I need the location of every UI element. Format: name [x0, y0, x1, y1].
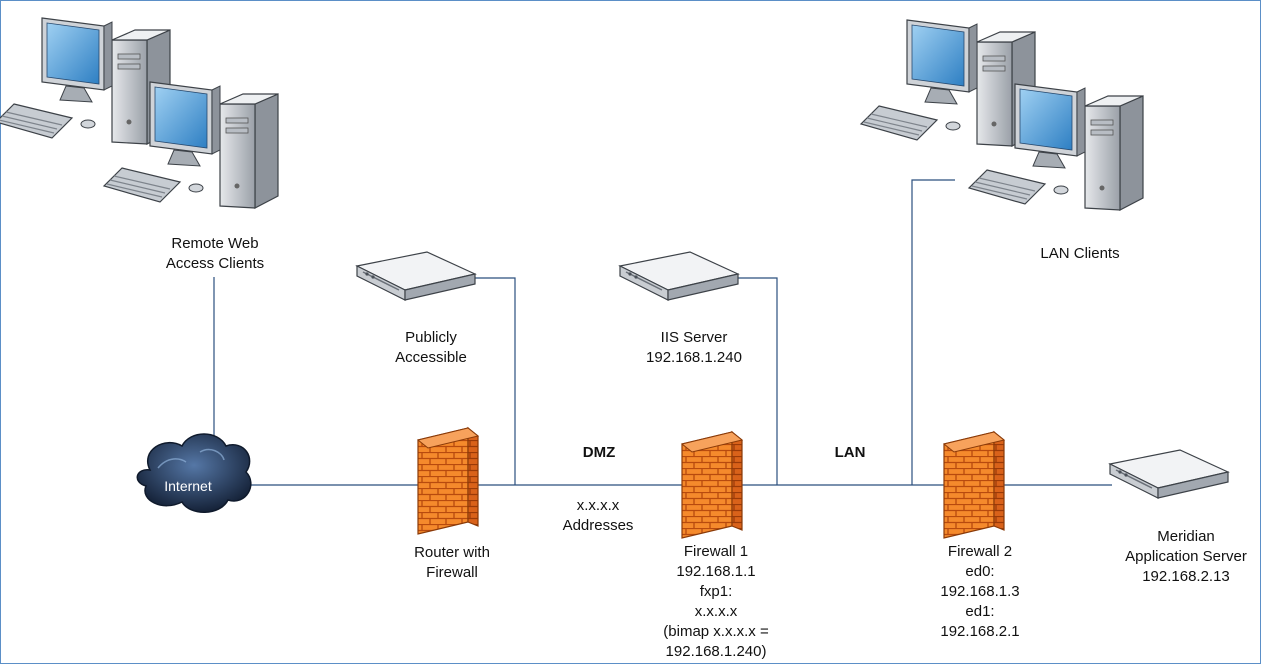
lan-clients-label: LAN Clients: [1040, 244, 1119, 264]
label-line: x.x.x.x: [576, 497, 620, 514]
lan-zone-label: LAN: [835, 443, 866, 463]
label-line: 192.168.1.240: [646, 349, 742, 366]
label-line: Application Server: [1125, 548, 1247, 565]
label-line: IIS Server: [660, 329, 728, 346]
cloud-icon: Internet: [136, 433, 252, 513]
meridian-label: Meridian Application Server 192.168.2.13: [1125, 527, 1247, 587]
label-line: Addresses: [562, 517, 634, 534]
label-line: ed1:: [965, 603, 995, 620]
label-line: 192.168.1.1: [676, 563, 756, 580]
label-line: Publicly: [405, 329, 457, 346]
label-line: Firewall 1: [683, 543, 749, 560]
link-iis-server: [738, 277, 778, 485]
label-line: 192.168.1.240): [665, 643, 767, 660]
firewall2-label: Firewall 2 ed0: 192.168.1.3 ed1: 192.168…: [940, 542, 1019, 642]
public-server-icon: [356, 251, 476, 301]
label-line: DMZ: [582, 444, 616, 461]
internet-label: Internet: [164, 478, 212, 494]
label-line: x.x.x.x: [694, 603, 738, 620]
firewall1-icon: [681, 431, 743, 539]
remote-clients-icon: [0, 17, 279, 209]
label-line: fxp1:: [699, 583, 733, 600]
link-public-server: [474, 277, 516, 485]
label-line: Accessible: [395, 349, 467, 366]
meridian-server-icon: [1109, 449, 1229, 499]
router-label: Router with Firewall: [414, 543, 490, 583]
label-line: Firewall 2: [947, 543, 1013, 560]
dmz-addresses-label: x.x.x.x Addresses: [563, 496, 634, 536]
remote-clients-label: Remote Web Access Clients: [166, 234, 264, 274]
iis-server-icon: [619, 251, 739, 301]
label-line: LAN: [834, 444, 866, 461]
firewall1-label: Firewall 1 192.168.1.1 fxp1: x.x.x.x (bi…: [663, 542, 768, 662]
lan-clients-icon: [860, 19, 1144, 211]
label-line: Meridian: [1157, 528, 1215, 545]
label-line: 192.168.2.1: [940, 623, 1020, 640]
label-line: Remote Web: [171, 235, 259, 252]
public-server-label: Publicly Accessible: [395, 328, 467, 368]
label-line: 192.168.2.13: [1142, 568, 1230, 585]
dmz-zone-label: DMZ: [583, 443, 616, 463]
router-firewall-icon: [417, 427, 479, 535]
label-line: Firewall: [426, 564, 478, 581]
firewall2-icon: [943, 431, 1005, 539]
label-line: Router with: [414, 544, 490, 561]
label-line: 192.168.1.3: [940, 583, 1020, 600]
link-lan-clients: [911, 179, 955, 485]
label-line: (bimap x.x.x.x =: [663, 623, 769, 640]
label-line: Access Clients: [165, 255, 265, 272]
label-line: LAN Clients: [1040, 245, 1120, 262]
label-line: ed0:: [965, 563, 995, 580]
iis-server-label: IIS Server 192.168.1.240: [646, 328, 742, 368]
